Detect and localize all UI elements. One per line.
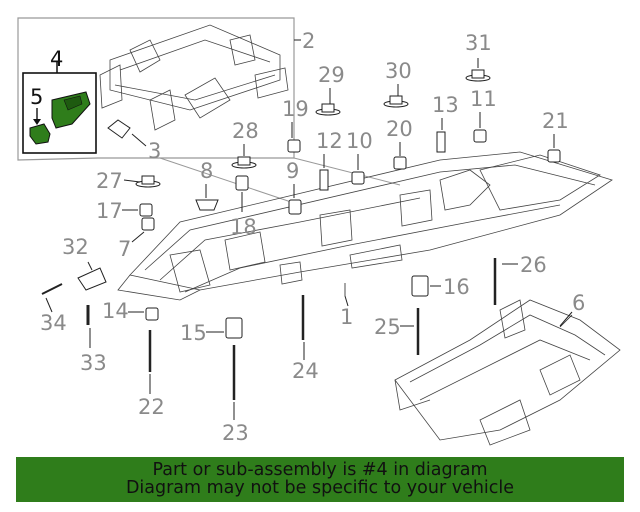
callout-8: 8	[200, 159, 213, 183]
callout-16: 16	[443, 275, 470, 299]
cushion-part-18-icon	[235, 175, 249, 191]
mount-part-28-icon	[231, 156, 257, 169]
clip-part-5-icon	[29, 108, 51, 145]
cushion-part-15-icon	[225, 317, 243, 339]
callout-25: 25	[374, 315, 401, 339]
callout-29: 29	[318, 63, 345, 87]
cushion-part-7-icon	[141, 217, 155, 231]
cushion-part-11-icon	[473, 129, 487, 143]
callout-34: 34	[40, 311, 67, 335]
callout-20: 20	[386, 117, 413, 141]
cushion-part-16-icon	[411, 275, 429, 297]
cushion-part-20-icon	[393, 156, 407, 170]
cushion-part-9-icon	[288, 199, 302, 215]
callout-23: 23	[222, 421, 249, 445]
callout-15: 15	[180, 321, 207, 345]
cushion-part-14-icon	[145, 307, 159, 321]
leader-lines	[45, 39, 573, 420]
callout-19: 19	[282, 97, 309, 121]
inset-frame-assembly	[17, 17, 401, 206]
banner-line-1: Part or sub-assembly is #4 in diagram	[152, 460, 488, 480]
cushion-part-10-icon	[351, 171, 365, 185]
cushion-part-19-icon	[287, 139, 301, 153]
bolt-part-13-icon	[436, 131, 446, 153]
callout-4: 4	[50, 47, 63, 71]
cushion-part-21-icon	[547, 149, 561, 163]
callout-10: 10	[346, 129, 373, 153]
bracket-part-32-icon	[77, 267, 107, 291]
mount-part-29-icon	[315, 103, 341, 116]
callout-14: 14	[102, 299, 129, 323]
info-banner: Part or sub-assembly is #4 in diagram Di…	[16, 457, 624, 502]
callout-13: 13	[432, 93, 459, 117]
callout-22: 22	[138, 395, 165, 419]
callout-17: 17	[96, 199, 123, 223]
callout-18: 18	[230, 215, 257, 239]
callout-26: 26	[520, 253, 547, 277]
subframe-part-6	[394, 299, 621, 446]
callout-2: 2	[302, 29, 315, 53]
callout-6: 6	[572, 291, 585, 315]
highlight-box-part-4	[22, 62, 97, 154]
mount-part-30-icon	[383, 95, 409, 108]
callout-30: 30	[385, 59, 412, 83]
cushion-part-17-icon	[139, 203, 153, 217]
cushion-part-8-icon	[195, 199, 219, 211]
bracket-part-4-icon	[51, 91, 91, 129]
callout-3: 3	[148, 139, 161, 163]
callout-7: 7	[118, 237, 131, 261]
banner-line-2: Diagram may not be specific to your vehi…	[125, 478, 515, 498]
callout-32: 32	[62, 235, 89, 259]
callout-27: 27	[96, 169, 123, 193]
callout-9: 9	[286, 159, 299, 183]
mount-part-27-icon	[135, 175, 161, 188]
bolt-part-12-icon	[319, 169, 329, 191]
mount-part-31-icon	[465, 69, 491, 82]
callout-11: 11	[470, 87, 497, 111]
callout-12: 12	[316, 129, 343, 153]
frame-part-1	[117, 151, 613, 301]
callout-33: 33	[80, 351, 107, 375]
pin-part-34-icon	[41, 283, 63, 295]
bracket-part-3	[107, 119, 147, 147]
callout-21: 21	[542, 109, 569, 133]
callout-5: 5	[30, 85, 43, 109]
callout-28: 28	[232, 119, 259, 143]
callout-1: 1	[340, 305, 353, 329]
callout-31: 31	[465, 31, 492, 55]
callout-24: 24	[292, 359, 319, 383]
